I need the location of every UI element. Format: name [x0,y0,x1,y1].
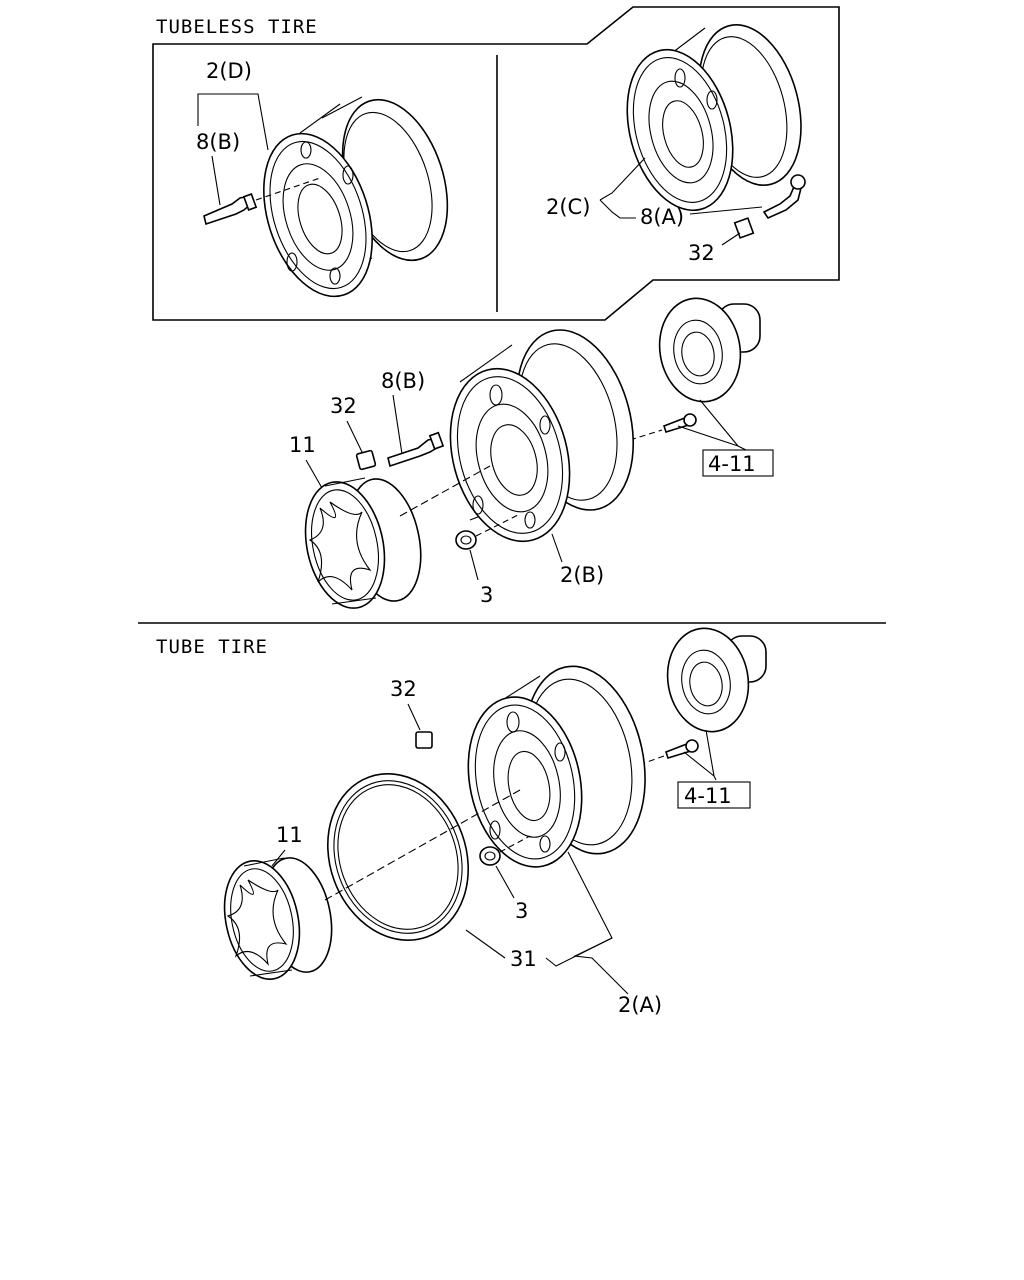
nut-mid-illustration [455,530,477,550]
flap-illustration [326,773,470,941]
callout-8a: 8(A) [640,205,684,229]
callout-2c: 2(C) [546,195,590,219]
stud-mid-illustration [662,413,697,433]
wheel-a-illustration [467,665,646,868]
callout-32-top-right: 32 [688,241,715,265]
wheel-cover-bottom-illustration [223,857,333,980]
callout-8b-top: 8(B) [196,130,240,154]
callout-32-bottom: 32 [390,677,417,701]
cap-bottom-illustration [415,731,433,749]
valve-a-illustration [762,174,806,220]
hub-bottom-illustration [666,627,767,733]
hub-mid-illustration [658,297,761,403]
callout-2a: 2(A) [618,993,662,1017]
nut-bottom-illustration [479,846,501,866]
callout-4-11-bottom[interactable]: 4-11 [684,784,732,808]
cap-mid-illustration [355,449,377,471]
callout-32-mid: 32 [330,394,357,418]
wheel-b-illustration [449,329,635,543]
ref-box-bottom[interactable] [677,781,751,809]
callout-2b: 2(B) [560,563,604,587]
callout-8b-mid: 8(B) [381,369,425,393]
callout-11-bottom: 11 [276,823,303,847]
callout-31: 31 [510,947,537,971]
ref-box-mid[interactable] [702,449,774,477]
section-title-tube: TUBE TIRE [156,636,268,658]
valve-b-top-illustration [203,193,258,226]
callout-4-11-mid[interactable]: 4-11 [708,452,756,476]
stud-bottom-illustration [664,739,699,759]
tubeless-frame [152,6,840,321]
wheel-cover-mid-illustration [304,477,422,609]
valve-b-mid-illustration [387,431,445,468]
wheel-c-illustration [626,24,802,212]
callout-2d: 2(D) [206,59,252,83]
callout-3-bottom: 3 [515,899,528,923]
section-title-tubeless: TUBELESS TIRE [156,16,318,38]
callout-11-mid: 11 [289,433,316,457]
callout-3-mid: 3 [480,583,493,607]
wheel-d-illustration [263,96,449,298]
